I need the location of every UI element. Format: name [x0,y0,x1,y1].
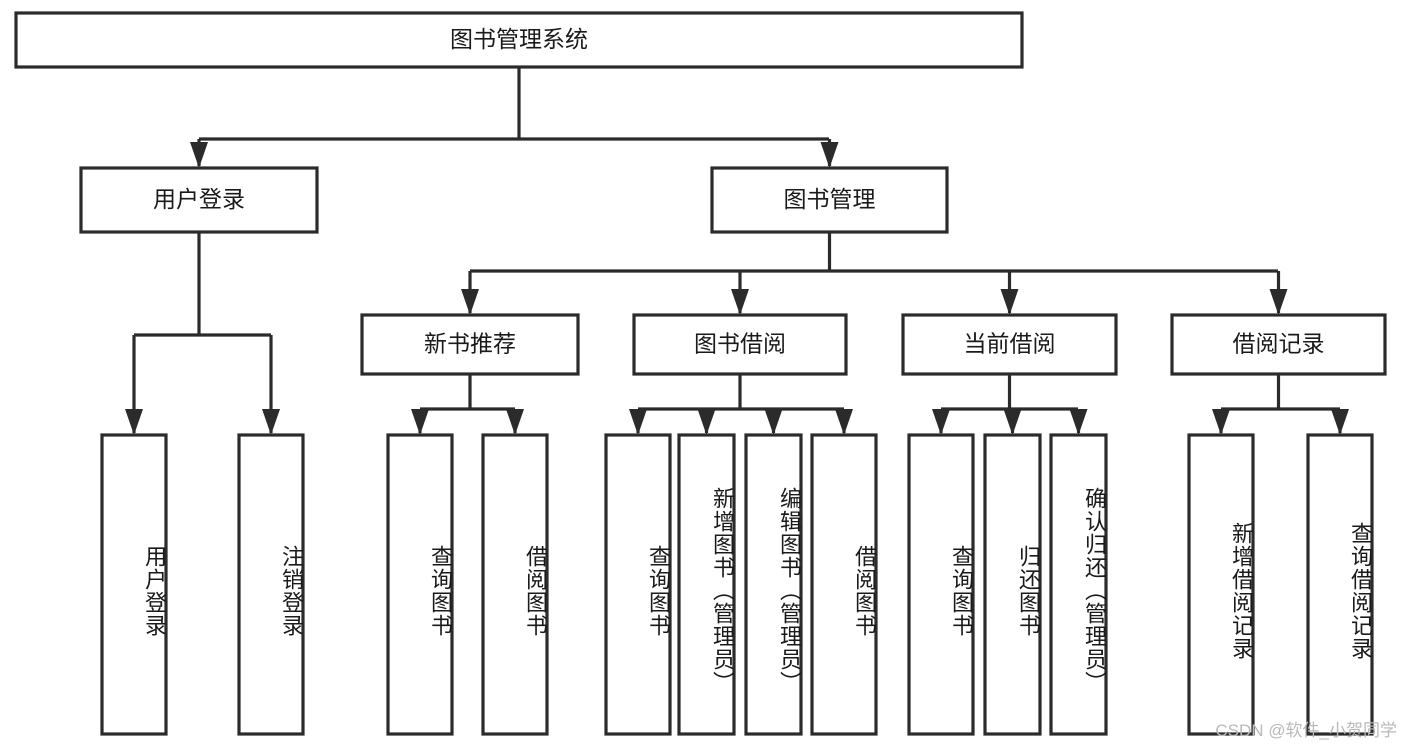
node-leaf-9-rect [983,433,1042,736]
node-root-book-management-system-label: 图书管理系统 [450,26,588,52]
node-level3-2[interactable]: 当前借阅 [901,313,1118,376]
arrow-down-icon [1003,409,1022,435]
node-leaf-11[interactable] [1187,433,1255,736]
node-level3-1-rect [632,313,848,376]
arrow-down-icon [835,409,853,435]
node-leaf-10-rect [1049,433,1108,736]
arrow-down-icon [506,409,524,435]
node-level2-1-label: 图书管理 [784,186,876,212]
arrow-down-icon [1069,409,1088,435]
node-leaf-4[interactable] [604,433,672,736]
arrow-down-icon [1269,289,1288,315]
node-level3-0-label: 新书推荐 [424,331,516,357]
node-root-book-management-system-rect [14,11,1024,69]
node-leaf-6[interactable] [744,433,803,736]
node-level3-2-rect [901,313,1118,376]
node-leaf-1-rect [237,433,305,736]
node-leaf-5[interactable] [677,433,736,736]
node-leaf-4-rect [604,433,672,736]
node-level3-0[interactable]: 新书推荐 [360,313,580,376]
node-level2-0-rect [79,166,319,234]
node-leaf-11-rect [1187,433,1255,736]
node-leaf-0[interactable] [100,433,168,736]
node-level3-3-label: 借阅记录 [1233,331,1325,357]
node-leaf-10[interactable] [1049,433,1108,736]
node-level3-1[interactable]: 图书借阅 [632,313,848,376]
node-leaf-7-rect [810,433,878,736]
node-level2-1[interactable]: 图书管理 [710,166,949,234]
arrow-down-icon [262,409,280,435]
arrow-down-icon [764,409,783,435]
arrow-down-icon [1331,409,1349,435]
node-leaf-2[interactable] [386,433,454,736]
node-leaf-3-rect [481,433,549,736]
arrow-down-icon [697,409,716,435]
arrow-down-icon [1000,289,1019,315]
node-leaf-5-rect [677,433,736,736]
node-leaf-12-rect [1306,433,1374,736]
node-leaf-0-rect [100,433,168,736]
arrow-down-icon [190,142,208,168]
node-level3-1-label: 图书借阅 [694,331,786,357]
arrow-down-icon [820,142,839,168]
node-level2-0[interactable]: 用户登录 [79,166,319,234]
node-level2-0-label: 用户登录 [153,186,245,212]
edges-layer [125,67,1349,435]
arrow-down-icon [461,289,479,315]
node-level2-1-rect [710,166,949,234]
csdn-watermark: CSDN @软件_小贺同学 [1215,721,1397,740]
node-leaf-7[interactable] [810,433,878,736]
arrow-down-icon [411,409,429,435]
node-level3-0-rect [360,313,580,376]
node-leaf-6-rect [744,433,803,736]
node-leaf-12[interactable] [1306,433,1374,736]
node-leaf-3[interactable] [481,433,549,736]
node-leaf-2-rect [386,433,454,736]
node-level3-3[interactable]: 借阅记录 [1170,313,1387,376]
node-leaf-9[interactable] [983,433,1042,736]
node-level3-3-rect [1170,313,1387,376]
node-leaf-8[interactable] [907,433,975,736]
arrow-down-icon [932,409,950,435]
arrow-down-icon [731,289,749,315]
node-leaf-8-rect [907,433,975,736]
node-leaf-1[interactable] [237,433,305,736]
arrow-down-icon [1212,409,1230,435]
node-root-book-management-system[interactable]: 图书管理系统 [14,11,1024,69]
arrow-down-icon [629,409,647,435]
arrow-down-icon [125,409,143,435]
node-level3-2-label: 当前借阅 [964,331,1056,357]
